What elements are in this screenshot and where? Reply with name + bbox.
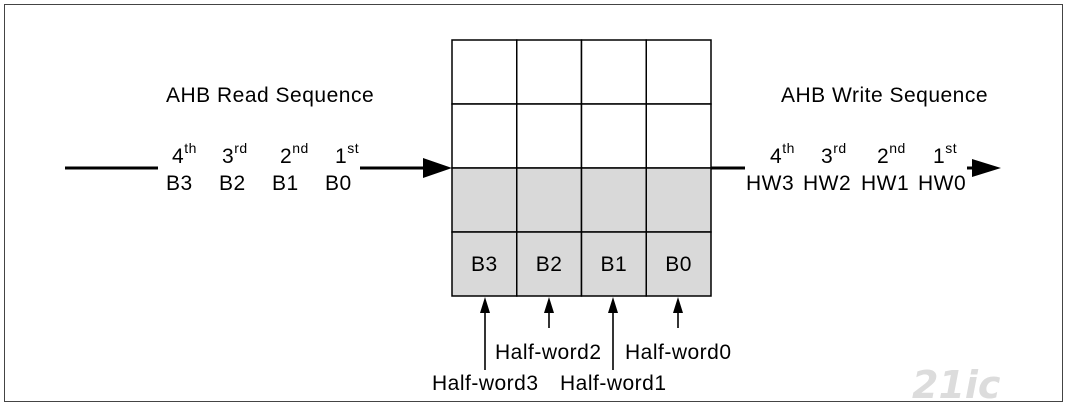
ordinal-suffix: nd	[292, 140, 309, 156]
fifo-cell	[645, 103, 712, 169]
half-word3-arrow-head	[480, 297, 490, 313]
ordinal-suffix: nd	[889, 140, 906, 156]
diagram-frame	[4, 4, 1063, 402]
read-item-b3: B3	[166, 172, 193, 195]
read-order-1st: 1st	[335, 140, 359, 168]
fifo-cell-label: B3	[471, 253, 498, 276]
watermark: 21ic	[912, 363, 1001, 407]
read-sequence-title: AHB Read Sequence	[166, 84, 374, 107]
fifo-cell-b0	[645, 231, 712, 297]
fifo-cell-label: B1	[601, 253, 628, 276]
read-order-2nd: 2nd	[280, 140, 309, 168]
fifo-cell	[645, 39, 712, 105]
ordinal-suffix: st	[945, 140, 957, 156]
fifo-cell-shaded	[645, 167, 712, 233]
fifo-cell	[516, 39, 583, 105]
write-arrow-head	[972, 159, 1001, 177]
write-order-3rd: 3rd	[821, 140, 847, 168]
ordinal-suffix: st	[347, 140, 359, 156]
fifo-cell	[580, 103, 647, 169]
ordinal-number: 2	[280, 145, 292, 168]
watermark-brand: 21ic	[912, 363, 1001, 407]
half-word1-arrow-head	[608, 297, 618, 313]
fifo-cell-shaded	[580, 167, 647, 233]
fifo-cell	[516, 103, 583, 169]
half-word2-arrow-head	[544, 297, 554, 313]
ordinal-number: 2	[877, 145, 889, 168]
fifo-cell-shaded	[516, 167, 583, 233]
half-word0-arrow-head	[673, 297, 683, 313]
write-item-hw1: HW1	[861, 172, 909, 195]
fifo-cell-shaded	[451, 167, 518, 233]
fifo-cell-label: B0	[665, 253, 692, 276]
read-item-b1: B1	[272, 172, 299, 195]
ordinal-suffix: th	[782, 140, 795, 156]
ordinal-suffix: rd	[234, 140, 247, 156]
write-order-2nd: 2nd	[877, 140, 906, 168]
fifo-cell	[451, 103, 518, 169]
write-item-hw0: HW0	[918, 172, 966, 195]
write-order-1st: 1st	[933, 140, 957, 168]
write-sequence: AHB Write Sequence 4th 3rd 2nd 1st HW3 H…	[711, 84, 1001, 195]
half-word-pointers: Half-word2 Half-word0 Half-word3 Half-wo…	[432, 297, 732, 395]
write-item-hw3: HW3	[746, 172, 794, 195]
ordinal-suffix: rd	[833, 140, 846, 156]
fifo-buffer: B3 B2 B1 B0	[451, 39, 712, 297]
ordinal-number: 3	[222, 145, 234, 168]
fifo-cell	[451, 39, 518, 105]
write-order-4th: 4th	[770, 140, 795, 168]
read-item-b0: B0	[325, 172, 352, 195]
half-word2-label: Half-word2	[495, 341, 602, 364]
ordinal-number: 4	[770, 145, 782, 168]
half-word3-label: Half-word3	[432, 372, 539, 395]
read-arrow-head	[423, 158, 452, 178]
fifo-cell-b3	[451, 231, 518, 297]
read-order-3rd: 3rd	[222, 140, 248, 168]
half-word1-label: Half-word1	[560, 372, 667, 395]
read-sequence: AHB Read Sequence 4th 3rd 2nd 1st B3 B2 …	[65, 84, 452, 195]
ordinal-number: 1	[933, 145, 945, 168]
write-sequence-title: AHB Write Sequence	[781, 84, 988, 107]
ordinal-number: 3	[821, 145, 833, 168]
ordinal-suffix: th	[184, 140, 197, 156]
fifo-cell-label: B2	[536, 253, 563, 276]
ordinal-number: 4	[172, 145, 184, 168]
read-item-b2: B2	[219, 172, 246, 195]
read-order-4th: 4th	[172, 140, 197, 168]
fifo-cell	[580, 39, 647, 105]
half-word0-label: Half-word0	[625, 341, 732, 364]
fifo-cell-b1	[580, 231, 647, 297]
write-item-hw2: HW2	[803, 172, 851, 195]
ordinal-number: 1	[335, 145, 347, 168]
